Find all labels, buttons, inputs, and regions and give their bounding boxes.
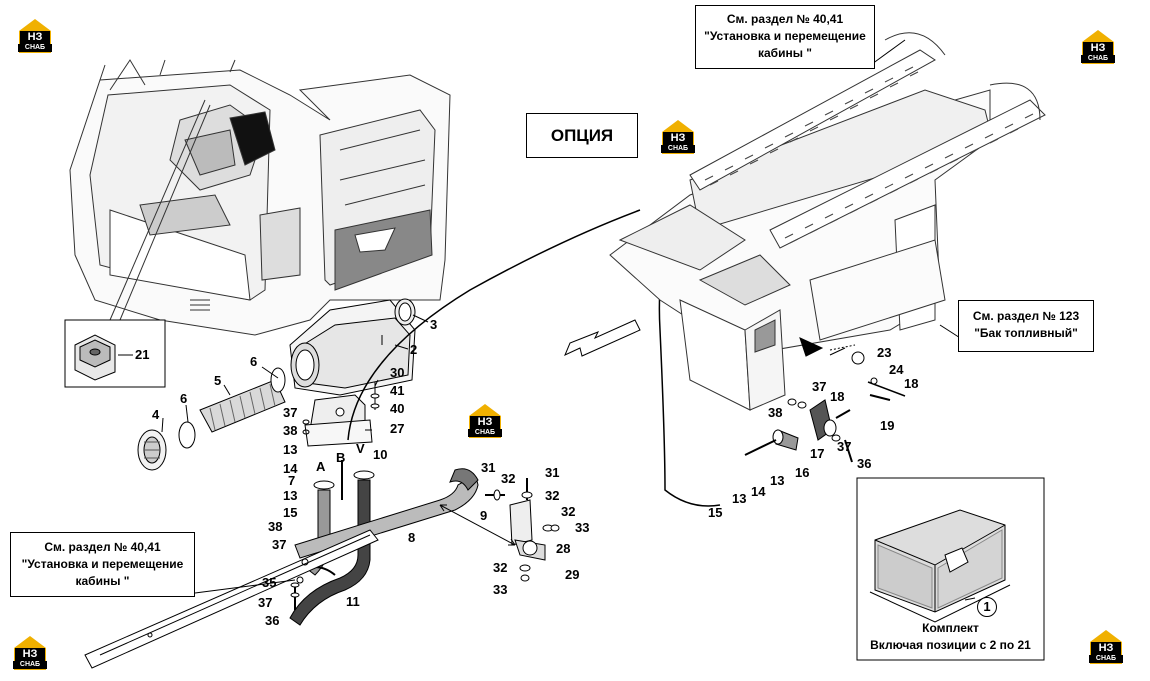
hose-8-drawing <box>294 468 479 559</box>
callout-32: 32 <box>501 471 516 486</box>
callout-41: 41 <box>390 383 405 398</box>
reference-box-tank: См. раздел № 123 "Бак топливный" <box>958 300 1094 352</box>
callout-7: 7 <box>288 473 296 488</box>
callout-13: 13 <box>283 488 298 503</box>
callout-18: 18 <box>830 389 845 404</box>
bolt-36-drawing <box>290 582 300 610</box>
callout-37: 37 <box>258 595 273 610</box>
option-box: ОПЦИЯ <box>526 113 638 158</box>
callout-13: 13 <box>283 442 298 457</box>
callout-32: 32 <box>493 560 508 575</box>
callout-38: 38 <box>768 405 783 420</box>
callout-35: 35 <box>262 575 277 590</box>
callout-28: 28 <box>556 541 571 556</box>
pointer-triangle <box>799 337 824 357</box>
callout-14: 14 <box>751 484 766 499</box>
callout-30: 30 <box>390 365 405 380</box>
kit-title: Комплект <box>922 621 979 635</box>
callout-13: 13 <box>732 491 747 506</box>
leader-lines <box>118 39 976 601</box>
callout-31: 31 <box>481 460 496 475</box>
reference-box-cab-bottom: См. раздел № 40,41 "Установка и перемеще… <box>10 532 195 597</box>
callout-32: 32 <box>561 504 576 519</box>
callout-37: 37 <box>837 439 852 454</box>
callout-36: 36 <box>265 613 280 628</box>
callout-32: 32 <box>545 488 560 503</box>
callout-A: A <box>316 459 326 474</box>
kit-caption: Комплект Включая позиции с 2 по 21 <box>857 620 1044 654</box>
ref-tank-line-2: "Бак топливный" <box>974 326 1078 340</box>
callout-24: 24 <box>889 362 904 377</box>
callout-18: 18 <box>904 376 919 391</box>
callout-37: 37 <box>283 405 298 420</box>
callout-B: B <box>336 450 346 465</box>
kit-box-drawing <box>869 509 1011 623</box>
callout-6: 6 <box>250 354 258 369</box>
fuel-pump-drawing <box>744 344 906 463</box>
cab-drawing <box>69 59 451 336</box>
heater-unit-drawing <box>289 298 416 396</box>
callout-4: 4 <box>152 407 160 422</box>
callout-5: 5 <box>214 373 222 388</box>
ref-line-1: См. раздел № 40,41 <box>726 12 844 26</box>
ref-bottom-line-3: кабины " <box>75 574 130 588</box>
direction-arrow <box>564 319 641 357</box>
kit-part-number: 1 <box>977 597 997 617</box>
machine-frame-drawing <box>609 32 1046 411</box>
callout-38: 38 <box>283 423 298 438</box>
callout-11: 11 <box>346 594 360 609</box>
ref-bottom-line-2: "Установка и перемещение <box>21 557 184 571</box>
ref-bottom-line-1: См. раздел № 40,41 <box>44 540 161 554</box>
callout-V: V <box>356 441 365 456</box>
callout-29: 29 <box>565 567 580 582</box>
callout-27: 27 <box>390 421 405 436</box>
callout-23: 23 <box>877 345 892 360</box>
reference-box-cab-top: См. раздел № 40,41 "Установка и перемеще… <box>695 5 875 69</box>
callout-31: 31 <box>545 465 560 480</box>
callout-33: 33 <box>493 582 508 597</box>
callout-19: 19 <box>880 418 895 433</box>
fuel-line-curve <box>347 209 641 441</box>
callout-37: 37 <box>272 537 287 552</box>
callout-40: 40 <box>390 401 405 416</box>
callout-3: 3 <box>430 317 438 332</box>
duct-drawing <box>137 367 286 471</box>
ref-tank-line-1: См. раздел № 123 <box>972 309 1080 323</box>
chain-links <box>704 66 1034 244</box>
mounting-strap-drawing <box>84 529 379 669</box>
ref-line-3: кабины " <box>758 46 812 60</box>
callout-16: 16 <box>795 465 810 480</box>
callout-33: 33 <box>575 520 590 535</box>
callout-8: 8 <box>408 530 416 545</box>
callout-15: 15 <box>283 505 298 520</box>
callout-15: 15 <box>708 505 723 520</box>
callout-13: 13 <box>770 473 785 488</box>
callout-6: 6 <box>180 391 188 406</box>
callout-38: 38 <box>268 519 283 534</box>
callout-37: 37 <box>812 379 827 394</box>
callout-21: 21 <box>135 347 150 362</box>
ref-line-2: "Установка и перемещение <box>704 29 866 43</box>
callout-36: 36 <box>857 456 872 471</box>
kit-subtitle: Включая позиции с 2 по 21 <box>870 638 1031 652</box>
bracket-27-drawing <box>302 382 380 447</box>
callout-10: 10 <box>373 447 388 462</box>
callout-9: 9 <box>480 508 488 523</box>
bracket-28-drawing <box>439 478 560 582</box>
callout-14: 14 <box>283 461 298 476</box>
switch-21-drawing <box>74 334 116 381</box>
callout-17: 17 <box>810 446 825 461</box>
callout-2: 2 <box>410 342 418 357</box>
